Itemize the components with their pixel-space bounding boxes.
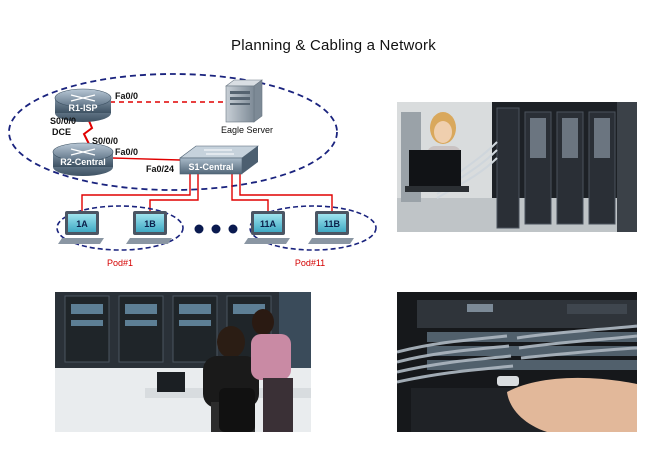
r2-switch-link — [111, 157, 181, 161]
eagle-server[interactable] — [225, 79, 263, 123]
switch-s1-central[interactable]: S1-Central — [179, 145, 259, 175]
switch-port-label: Fa0/24 — [146, 164, 174, 174]
technicians-at-workstation-photo — [55, 292, 311, 432]
ellipsis-dots — [194, 224, 238, 234]
r2-fa-interface-label: Fa0/0 — [115, 147, 138, 157]
pod-11-label: Pod#11 — [295, 258, 325, 268]
patch-cables-switch-photo — [397, 292, 637, 432]
r1-dce-label: DCE — [52, 127, 71, 137]
pod-1-ellipse — [56, 205, 184, 251]
pod-11-ellipse — [249, 205, 377, 251]
pc-1a[interactable]: 1A — [58, 211, 104, 244]
r2-serial-interface-label: S0/0/0 — [92, 136, 118, 146]
pc-label: 11B — [324, 219, 341, 229]
switch-label: S1-Central — [188, 162, 233, 172]
router-label: R1-ISP — [68, 103, 97, 113]
router-r1-isp[interactable]: R1-ISP — [54, 88, 112, 122]
r1-fa-interface-label: Fa0/0 — [115, 91, 138, 101]
r1-serial-interface-label: S0/0/0 — [50, 116, 76, 126]
router-arrows-icon — [70, 94, 96, 102]
pc-label: 1B — [144, 219, 156, 229]
woman-laptop-server-room-photo — [397, 102, 637, 232]
pc-1b[interactable]: 1B — [126, 211, 172, 244]
switch-pc-links — [81, 174, 333, 211]
switch-arrows-icon — [204, 149, 234, 155]
server-label: Eagle Server — [221, 125, 273, 135]
router-arrows-icon — [70, 148, 96, 156]
page-title: Planning & Cabling a Network — [231, 37, 436, 54]
serial-link — [82, 115, 94, 147]
pc-label: 11A — [260, 219, 277, 229]
router-label: R2-Central — [60, 157, 106, 167]
pod-1-label: Pod#1 — [107, 258, 133, 268]
pc-11a[interactable]: 11A — [244, 211, 290, 244]
core-network-ellipse — [8, 73, 338, 191]
pc-label: 1A — [76, 219, 88, 229]
router-r2-central[interactable]: R2-Central — [52, 142, 114, 176]
pc-11b[interactable]: 11B — [308, 211, 354, 244]
